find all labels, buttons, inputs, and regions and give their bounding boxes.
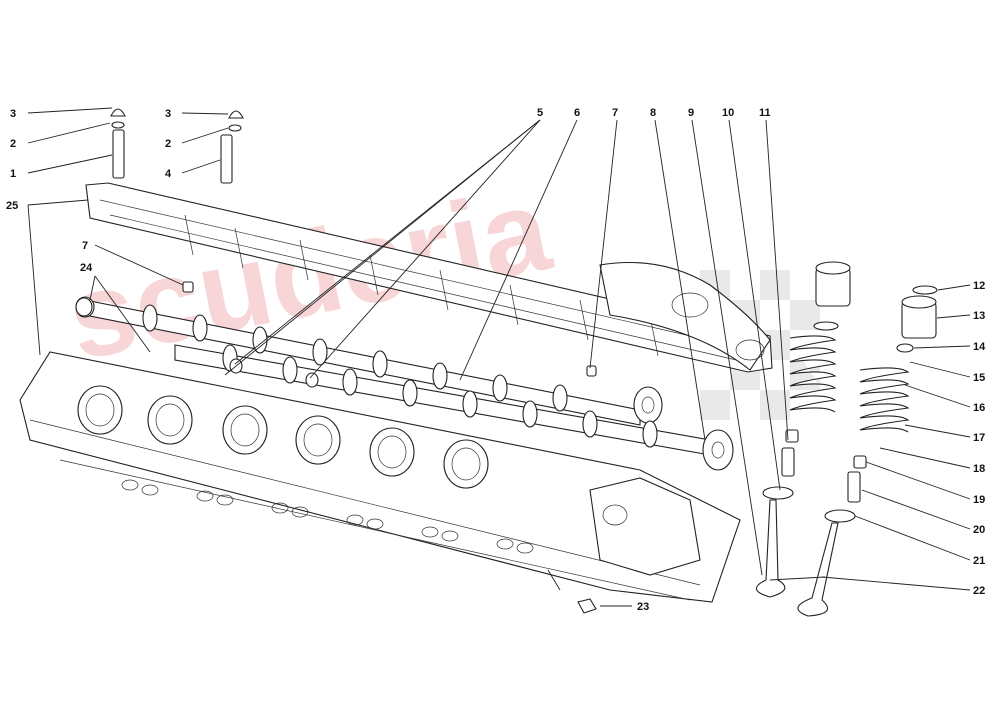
plug-24 [75, 297, 93, 317]
callout-8: 8 [650, 107, 656, 119]
leader-lines [27, 107, 971, 607]
callout-17: 17 [973, 432, 985, 444]
callout-7: 7 [612, 107, 618, 119]
callout-20: 20 [973, 524, 985, 536]
callout-10: 10 [722, 107, 734, 119]
callout-1: 1 [10, 168, 16, 180]
callout-21: 21 [973, 555, 985, 567]
callout-5: 5 [537, 107, 543, 119]
callout-2b: 2 [165, 138, 171, 150]
callout-13: 13 [973, 310, 985, 322]
callout-15: 15 [973, 372, 985, 384]
callout-3b: 3 [165, 108, 171, 120]
callout-14: 14 [973, 341, 986, 353]
callout-16: 16 [973, 402, 985, 414]
callout-4: 4 [165, 168, 172, 180]
small-parts [75, 108, 597, 614]
nut-3a [110, 108, 126, 117]
callout-12: 12 [973, 280, 985, 292]
callout-22: 22 [973, 585, 985, 597]
washer-2b [228, 124, 242, 132]
cam-cover [85, 182, 773, 373]
plug-23 [577, 598, 597, 614]
stud-1 [112, 129, 125, 179]
stud-4 [220, 134, 233, 184]
washer-2a [111, 121, 125, 129]
valve-train-left [755, 261, 851, 598]
callout-labels: 3 2 1 3 2 4 25 7 24 5 6 7 8 9 10 11 12 1… [6, 107, 986, 613]
callout-19: 19 [973, 494, 985, 506]
callout-24: 24 [80, 262, 93, 274]
callout-11: 11 [759, 107, 771, 119]
callout-6: 6 [574, 107, 580, 119]
callout-3a: 3 [10, 108, 16, 120]
dowel-7b [586, 365, 597, 377]
callout-23: 23 [637, 601, 649, 613]
callout-18: 18 [973, 463, 985, 475]
valve-train-right [797, 285, 938, 617]
callout-7a: 7 [82, 240, 88, 252]
camshaft-lower [174, 344, 734, 471]
dowel-7a [182, 281, 194, 293]
callout-25: 25 [6, 200, 18, 212]
cylinder-head [19, 351, 741, 603]
callout-9: 9 [688, 107, 694, 119]
callout-2a: 2 [10, 138, 16, 150]
nut-3b [228, 110, 244, 119]
